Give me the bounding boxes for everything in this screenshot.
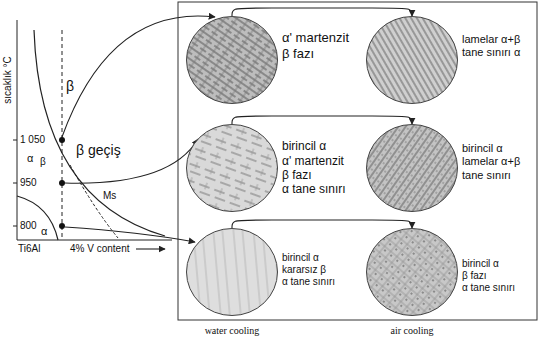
phase-name: α tane sınırı (282, 182, 346, 196)
micrograph-image (367, 17, 458, 104)
micrograph-ellipse (186, 124, 278, 212)
phase-name: α' martenzit (282, 154, 346, 168)
micrograph-ellipse (366, 228, 458, 316)
cooling-label: water cooling (205, 325, 260, 337)
leader-arrow (65, 139, 198, 183)
phase-name: birincil α (462, 258, 515, 270)
axis-label: 4% V content (70, 243, 129, 255)
micrograph-image (187, 229, 278, 316)
micrograph-image (367, 229, 458, 316)
phase-name: lamelar α+β (462, 155, 520, 168)
cooling-arrow (232, 8, 412, 16)
phase-label: α (27, 152, 33, 165)
cooling-arrow (232, 220, 412, 228)
axis-arrow (136, 248, 165, 249)
ms-curve (70, 165, 118, 238)
tick-label: 950 (20, 177, 37, 189)
phase-list: α' martenzitβ fazı (282, 30, 349, 61)
cooling-label: air cooling (390, 325, 433, 337)
micrograph-node: birincil αkararsız βα tane sınırı (186, 228, 337, 316)
phase-name: birincil α (282, 252, 335, 264)
micrograph-image (187, 125, 278, 212)
phase-name: β fazı (282, 168, 346, 182)
transus-label: β geçiş (76, 142, 121, 159)
state-point (59, 180, 65, 186)
micrograph-ellipse (186, 228, 278, 316)
micrograph-ellipse (186, 16, 278, 104)
micrograph-ellipse (366, 16, 458, 104)
alpha-boundary-curve (17, 196, 58, 240)
phase-name: birincil α (462, 142, 520, 155)
micrograph-image (367, 125, 458, 212)
leader-arrow (65, 227, 195, 242)
micrograph-node: lamelar α+βtane sınırı α (366, 16, 522, 104)
phase-label: β (40, 156, 46, 168)
phase-name: kararsız β (282, 264, 335, 276)
phase-boundaries (17, 30, 165, 240)
phase-name: birincil α (282, 139, 346, 153)
axis-line (17, 20, 172, 240)
micrograph-frame (178, 2, 537, 320)
phase-name: α' martenzit (282, 30, 349, 46)
ms-label: Ms (103, 190, 116, 202)
phase-list: lamelar α+βtane sınırı α (462, 33, 520, 59)
state-point (59, 137, 65, 143)
tick-label: 1 050 (20, 134, 45, 146)
micrograph-ellipse (366, 124, 458, 212)
temperature-points (59, 137, 65, 229)
phase-name: β fazı (282, 46, 349, 62)
tick-label: 800 (20, 220, 37, 232)
phase-name: α tane sınırı (282, 276, 335, 288)
axis-title: sıcaklık °C (2, 56, 14, 103)
cooling-arrow (232, 116, 412, 124)
phase-diagram-axes (13, 20, 172, 240)
tick-mark (13, 140, 17, 226)
micrograph-image (187, 17, 278, 104)
phase-name: tane sınırı α (462, 46, 520, 59)
micrograph-node: birincil αlamelar α+βtane sınırı (366, 124, 522, 212)
micrograph-node: birincil αβ fazıα tane sınırı (366, 228, 517, 316)
phase-list: birincil αβ fazıα tane sınırı (462, 258, 515, 294)
phase-name: tane sınırı (462, 169, 520, 182)
micrograph-node: α' martenzitβ fazı (186, 16, 351, 104)
beta-transus-curve (34, 30, 165, 236)
phase-list: birincil αkararsız βα tane sınırı (282, 252, 335, 288)
phase-name: lamelar α+β (462, 33, 520, 46)
micrograph-node: birincil αα' martenzitβ fazıα tane sınır… (186, 124, 348, 212)
phase-name: β fazı (462, 270, 515, 282)
phase-list: birincil αlamelar α+βtane sınırı (462, 142, 520, 182)
phase-name: α tane sınırı (462, 282, 515, 294)
alloy-label: Ti6Al (18, 243, 40, 255)
state-point (59, 223, 65, 229)
phase-label: β (66, 78, 74, 95)
phase-label: α (41, 225, 47, 238)
phase-list: birincil αα' martenzitβ fazıα tane sınır… (282, 139, 346, 197)
